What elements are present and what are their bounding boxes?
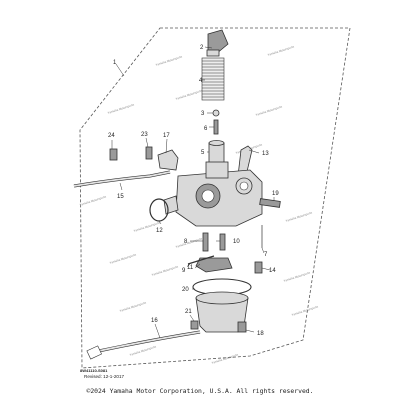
callout-13: 13 — [262, 151, 269, 157]
callout-23: 23 — [141, 132, 148, 138]
watermark: Yamaha Motorsports — [151, 264, 179, 276]
callout-24: 24 — [108, 133, 115, 139]
callout-15: 15 — [117, 194, 124, 200]
diagram-code-block: 8W41110-S081 Revised: 12-1-2017 — [80, 345, 125, 379]
copyright-footer: ©2024 Yamaha Motor Corporation, U.S.A. A… — [86, 387, 314, 395]
callout-5: 5 — [201, 150, 205, 156]
carburetor-body — [163, 161, 263, 227]
part-8-main-jet — [202, 232, 209, 252]
diagram-code: 8W41110-S081 — [80, 368, 108, 373]
callout-6: 6 — [204, 126, 208, 132]
part-6-needle — [213, 119, 219, 135]
watermark: Yamaha Motorsports — [255, 104, 283, 116]
callout-10: 10 — [233, 239, 240, 245]
part-9-pin — [187, 255, 215, 265]
callout-12: 12 — [156, 228, 163, 234]
callout-3: 3 — [201, 111, 205, 117]
callout-20: 20 — [182, 287, 189, 293]
watermark: Yamaha Motorsports — [267, 44, 295, 56]
watermark: Yamaha Motorsports — [283, 270, 311, 282]
part-16-drain-hose — [93, 330, 201, 354]
part-4-spring — [201, 57, 225, 101]
watermark: Yamaha Motorsports — [107, 102, 135, 114]
watermark: Yamaha Motorsports — [79, 194, 107, 206]
part-10-needle-jet — [219, 233, 226, 251]
part-14-screw — [254, 261, 263, 274]
part-21-screw — [190, 320, 199, 330]
watermark: Yamaha Motorsports — [119, 300, 147, 312]
watermark: Yamaha Motorsports — [285, 210, 313, 222]
callout-labels: 2 4 3 6 5 13 23 17 24 15 19 12 8 10 7 9 … — [108, 45, 279, 337]
part-24-fitting — [109, 148, 118, 161]
callout-1: 1 — [113, 60, 117, 66]
leader-lines — [111, 46, 275, 339]
assembly-boundary — [79, 27, 351, 369]
callout-19: 19 — [272, 191, 279, 197]
part-15-cable — [73, 170, 171, 188]
callout-2: 2 — [200, 45, 204, 51]
callout-11: 11 — [187, 265, 194, 271]
callout-21: 21 — [185, 309, 192, 315]
part-19-idle-screw — [259, 198, 281, 208]
callout-8: 8 — [184, 239, 188, 245]
watermark: Yamaha Motorsports — [155, 54, 183, 66]
part-3-clip — [212, 109, 220, 117]
float-bowl — [195, 291, 249, 333]
part-17-bracket — [157, 149, 179, 171]
callout-9: 9 — [182, 268, 186, 274]
callout-7: 7 — [264, 252, 268, 258]
part-11-float — [195, 257, 233, 273]
callout-14: 14 — [269, 268, 276, 274]
part-23-screw — [145, 146, 153, 160]
callout-16: 16 — [151, 318, 158, 324]
callout-18: 18 — [257, 331, 264, 337]
watermark: Yamaha Motorsports — [175, 88, 203, 100]
watermark: Yamaha Motorsports — [129, 344, 157, 356]
watermark: Yamaha Motorsports — [109, 252, 137, 264]
callout-17: 17 — [163, 133, 170, 139]
watermark: Yamaha Motorsports — [175, 236, 203, 248]
part-2-cap — [206, 29, 229, 57]
watermark: Yamaha Motorsports — [291, 304, 319, 316]
callout-4: 4 — [199, 78, 203, 84]
revised-date: Revised: 12-1-2017 — [84, 374, 125, 379]
